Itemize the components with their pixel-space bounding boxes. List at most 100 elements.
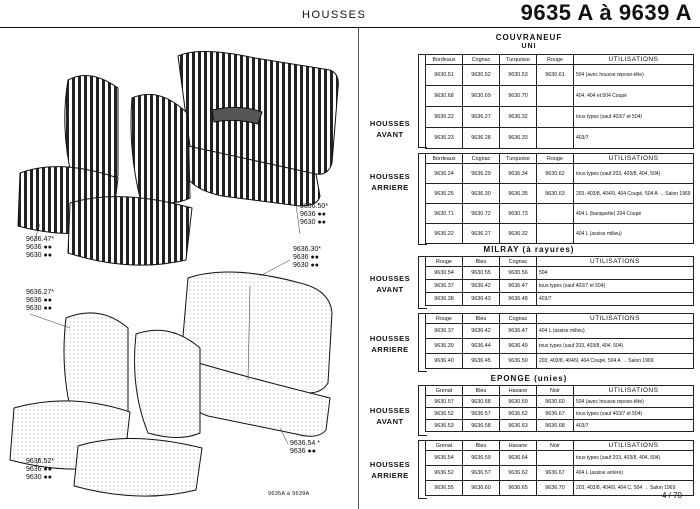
cell-part-number <box>536 203 574 224</box>
cell-part-number: 9636.65 <box>499 480 537 496</box>
cell-part-number: 9636.32 <box>499 223 537 244</box>
ref-left-2: 9636.27* 9636 ●● 9630 ●● <box>26 289 55 312</box>
cell-utilisation: tous types (sauf 203, 403/8, 404, 504) <box>536 338 694 354</box>
cell-part-number: 9636.49 <box>499 338 537 354</box>
header-color: Rouge <box>536 153 574 164</box>
cell-utilisation: 404 L (assise milieu) <box>573 223 694 244</box>
cell-utilisation: tous types (sauf 403/7 et 504) <box>573 106 694 128</box>
cell-part-number: 9636.50 <box>499 353 537 369</box>
leader-lines <box>29 197 301 467</box>
label-eponge-avant: HOUSSES AVANT <box>369 406 411 426</box>
cell-part-number: 9630.73 <box>499 203 537 224</box>
cell-part-number: 9630.69 <box>462 85 500 107</box>
cell-part-number: 9630.54 <box>425 266 463 280</box>
cell-part-number: 9630.60 <box>536 395 574 408</box>
header-utilisations: UTILISATIONS <box>573 385 694 396</box>
cell-part-number: 9636.55 <box>425 480 463 496</box>
cell-part-number: 9636.22 <box>425 106 463 128</box>
cell-part-number: 9636.52 <box>425 407 463 420</box>
cell-utilisation: 203, 403/8, 404/9, 404 Coupé, 504 A → Sa… <box>573 183 694 204</box>
header-color: Cognac <box>499 256 537 267</box>
cell-utilisation: tous types (sauf 203, 403/8, 404, 504) <box>573 163 694 184</box>
ref-mid-right: 9636.30* 9636 ●● 9630 ●● <box>293 246 322 269</box>
seat-drawings <box>9 50 339 497</box>
header-color: Turquoise <box>499 54 537 65</box>
cell-part-number: 9636.29 <box>462 163 500 184</box>
header-color: Cognac <box>499 313 537 324</box>
cell-part-number: 9636.23 <box>425 127 463 149</box>
cell-part-number: 9636.70 <box>536 480 574 496</box>
cell-utilisation: 504 (avec housse repose-tête) <box>573 395 694 408</box>
cell-part-number: 9630.55 <box>462 266 500 280</box>
ref-top-right: 9636.50* 9636 ●● 9630 ●● <box>300 203 329 226</box>
bracket <box>418 385 427 436</box>
header-utilisations: UTILISATIONS <box>536 313 694 324</box>
cell-part-number: 9636.68 <box>536 419 574 432</box>
header-color: Turquoise <box>499 153 537 164</box>
cell-part-number: 9636.63 <box>499 419 537 432</box>
cell-utilisation: tous types (sauf 403/7 et 504) <box>536 279 694 293</box>
cell-part-number <box>536 223 574 244</box>
cell-part-number: 9636.47 <box>499 279 537 293</box>
cell-part-number: 9636.47 <box>499 323 537 339</box>
cell-part-number: 9630.62 <box>536 163 574 184</box>
header-rule <box>0 27 700 28</box>
header-color: Bleu <box>462 385 500 396</box>
ref-left-3: 9636.52* 9636 ●● 9630 ●● <box>26 458 55 481</box>
cell-part-number: 9636.57 <box>462 407 500 420</box>
cell-part-number: 9630.53 <box>499 64 537 86</box>
ref-bottom-right: 9636.54 * 9636 ●● <box>290 440 320 455</box>
figure-code: 9635A à 9639A <box>268 491 310 497</box>
bracket <box>418 313 427 372</box>
cell-part-number: 9630.71 <box>425 203 463 224</box>
cell-part-number: 9636.38 <box>425 292 463 306</box>
cell-part-number: 9636.35 <box>499 183 537 204</box>
cell-utilisation: 403/7 <box>573 419 694 432</box>
cell-part-number: 9636.39 <box>425 338 463 354</box>
cell-part-number: 9630.59 <box>499 395 537 408</box>
cell-part-number: 9636.25 <box>425 183 463 204</box>
cell-utilisation: tous types (sauf 203, 403/8, 404, 504) <box>573 450 694 466</box>
cell-part-number: 9636.60 <box>462 480 500 496</box>
cell-part-number: 9636.32 <box>499 106 537 128</box>
cell-part-number <box>536 85 574 107</box>
striped-front-seats <box>17 75 193 266</box>
cell-utilisation: tous types (sauf 403/7 et 504) <box>573 407 694 420</box>
header-color: Rouge <box>425 256 463 267</box>
bracket <box>418 54 427 148</box>
column-divider <box>358 28 359 509</box>
header-color: Noir <box>536 440 574 451</box>
label-eponge-arriere: HOUSSES ARRIERE <box>369 460 411 480</box>
cell-part-number: 9636.43 <box>462 292 500 306</box>
cell-part-number: 9636.62 <box>499 407 537 420</box>
cell-utilisation: 504 (avec housse repose-tête) <box>573 64 694 86</box>
cell-part-number: 9636.24 <box>425 163 463 184</box>
header-color: Bordeaux <box>425 54 463 65</box>
cell-part-number: 9636.42 <box>462 323 500 339</box>
plain-rear-bench <box>181 271 333 437</box>
cell-part-number: 9636.34 <box>499 163 537 184</box>
cell-part-number: 9636.30 <box>462 183 500 204</box>
striped-rear-bench <box>177 50 339 207</box>
cell-part-number: 9636.22 <box>425 223 463 244</box>
header-color: Cognac <box>462 54 500 65</box>
header-color: Cognac <box>462 153 500 164</box>
header-color: Havane <box>499 440 537 451</box>
section-title-eponge: EPONGE (unies) <box>490 374 568 383</box>
header-utilisations: UTILISATIONS <box>536 256 694 267</box>
header-color: Noir <box>536 385 574 396</box>
cell-part-number: 9630.63 <box>536 183 574 204</box>
cell-part-number: 9636.67 <box>536 465 574 481</box>
